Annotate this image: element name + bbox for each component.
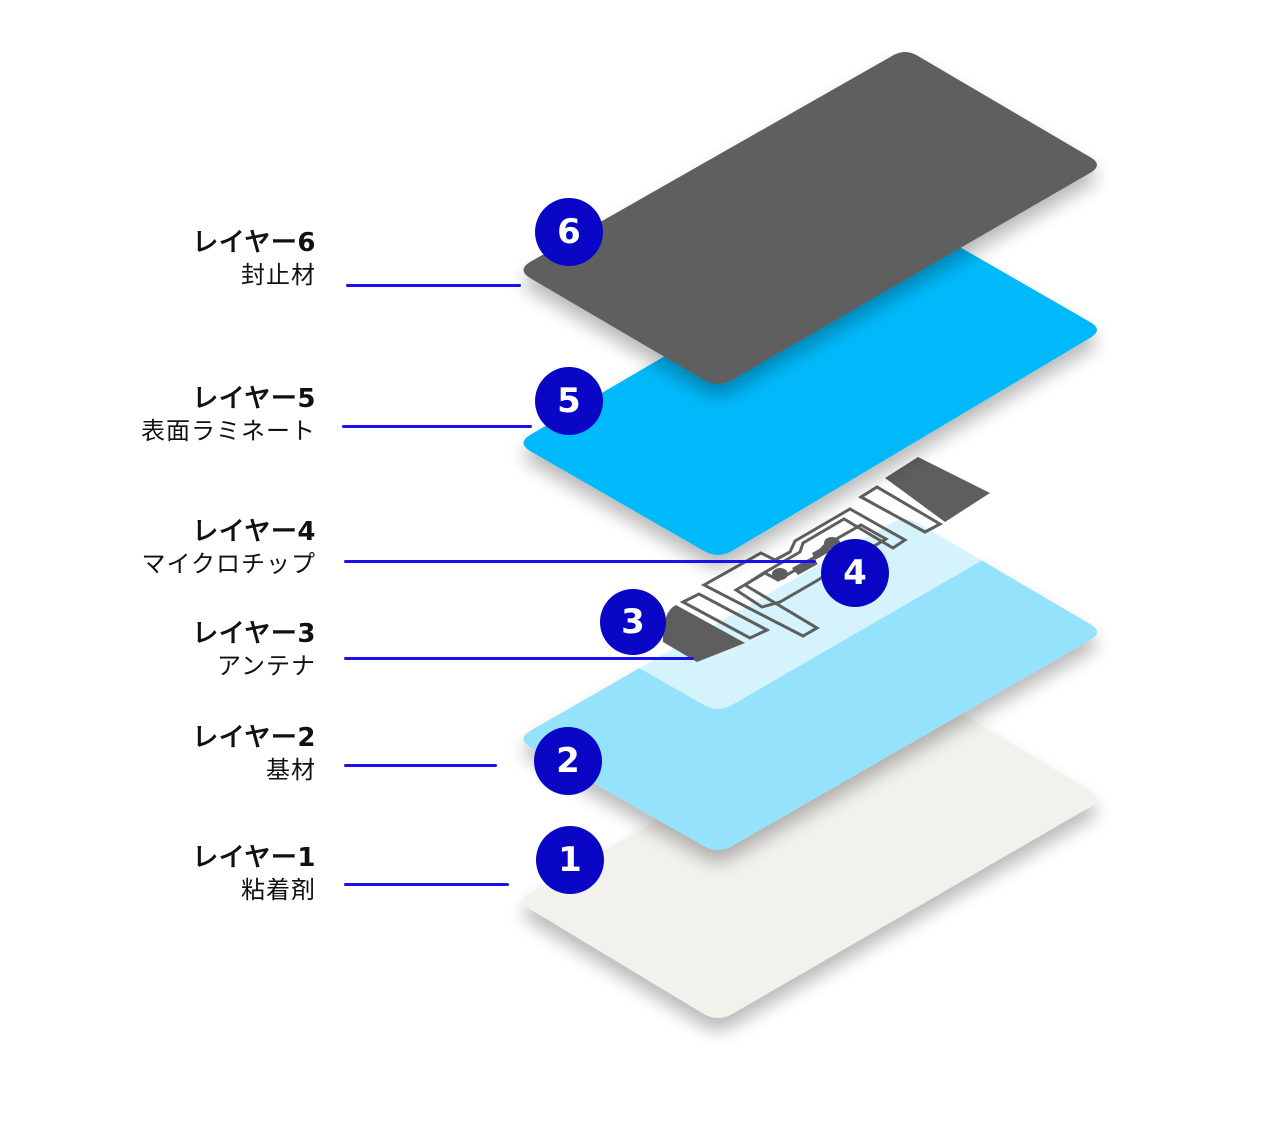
layer-5-name: 表面ラミネート [141, 417, 316, 445]
layer-1-title: レイヤー1 [192, 843, 316, 873]
layer-4-name: マイクロチップ [141, 550, 316, 578]
label-layer-1: レイヤー1 粘着剤 [192, 842, 316, 906]
layer-1-name: 粘着剤 [241, 876, 316, 904]
badge-layer-4: 4 [821, 539, 889, 607]
leader-line-layer-4 [344, 560, 816, 563]
card-layer-2-substrate [523, 519, 1097, 850]
label-layer-4: レイヤー4 マイクロチップ [141, 516, 316, 580]
label-layer-3: レイヤー3 アンテナ [192, 618, 316, 682]
layer-3-title: レイヤー3 [192, 619, 316, 649]
badge-layer-5: 5 [535, 367, 603, 435]
card-layer-6-encapsulant [523, 52, 1097, 384]
badge-layer-6: 6 [535, 198, 603, 266]
badge-layer-1: 1 [536, 826, 604, 894]
layer-4-title: レイヤー4 [192, 517, 316, 547]
label-layer-2: レイヤー2 基材 [192, 722, 316, 786]
layer-5-title: レイヤー5 [192, 384, 316, 414]
leader-line-layer-3 [344, 657, 694, 660]
label-layer-5: レイヤー5 表面ラミネート [141, 383, 316, 447]
badge-layer-2: 2 [534, 727, 602, 795]
layer-2-title: レイヤー2 [192, 723, 316, 753]
leader-line-layer-5 [342, 425, 532, 428]
layer-6-name: 封止材 [241, 261, 316, 289]
badge-layer-3: 3 [600, 589, 666, 655]
leader-line-layer-6 [346, 284, 521, 287]
card-layer-1-adhesive [523, 683, 1097, 1018]
layer-2-name: 基材 [266, 756, 316, 784]
leader-line-layer-1 [344, 883, 509, 886]
layer-3-name: アンテナ [216, 652, 316, 680]
label-layer-6: レイヤー6 封止材 [192, 227, 316, 291]
leader-line-layer-2 [344, 764, 497, 767]
layer-6-title: レイヤー6 [192, 228, 316, 258]
card-layer-5-laminate [523, 219, 1097, 555]
